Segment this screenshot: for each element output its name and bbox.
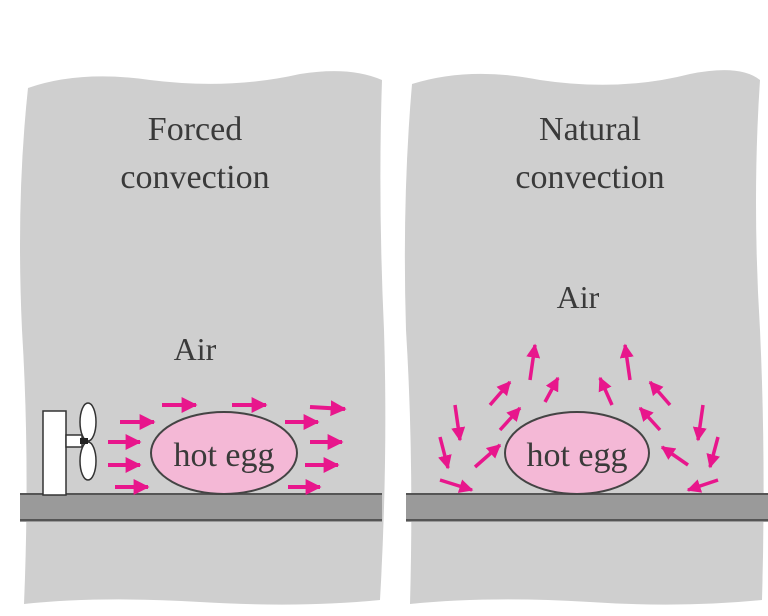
title-line2: convection — [515, 159, 664, 196]
hot-egg — [504, 411, 650, 495]
flow-arrow — [526, 343, 541, 381]
natural-flow-arrows — [438, 343, 721, 493]
flow-arrow — [473, 443, 502, 469]
forced-flow-arrows — [108, 397, 347, 495]
air-label: Air — [557, 279, 600, 315]
flow-arrow — [619, 343, 634, 381]
flow-arrow — [488, 380, 512, 407]
flow-arrow — [309, 400, 347, 417]
fan-icon — [42, 402, 97, 496]
air-region — [404, 70, 764, 605]
air-label: Air — [174, 331, 217, 367]
surface-plate — [406, 493, 768, 522]
egg-label: hot egg — [526, 437, 627, 474]
flow-arrow — [438, 436, 452, 470]
flow-arrow — [498, 406, 522, 432]
flow-arrow — [692, 404, 707, 442]
flow-arrow — [686, 478, 719, 493]
flow-arrow — [638, 406, 662, 432]
natural-convection-panel: Natural convection Air hot egg — [404, 70, 768, 605]
title-line1: Natural — [539, 111, 641, 148]
egg-label: hot egg — [173, 437, 274, 474]
flow-arrow — [648, 380, 672, 407]
flow-arrow — [451, 404, 466, 442]
flow-arrow — [660, 445, 689, 467]
flow-arrow — [706, 436, 721, 469]
flow-arrow — [439, 478, 474, 493]
flow-arrow — [543, 376, 560, 403]
forced-convection-panel: Forced convection Air hot egg — [20, 71, 386, 605]
air-region — [20, 71, 386, 605]
hot-egg — [150, 411, 298, 495]
flow-arrow — [598, 376, 614, 406]
surface-plate — [20, 493, 382, 522]
title-line2: convection — [120, 159, 269, 196]
title-line1: Forced — [148, 111, 242, 148]
